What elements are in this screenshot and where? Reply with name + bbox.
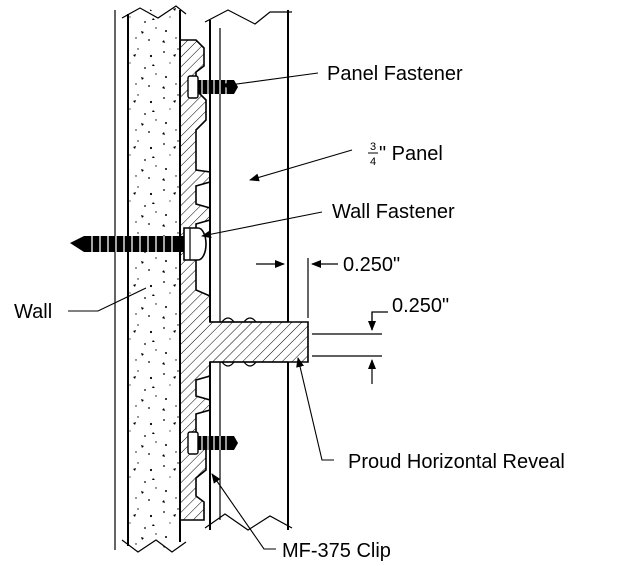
leader-wall-fastener: [201, 211, 323, 239]
dimension-reveal-depth: [256, 258, 338, 318]
label-wall-fastener: Wall Fastener: [332, 201, 455, 223]
leader-panel-fastener: [221, 72, 319, 89]
leader-proud-reveal: [296, 357, 334, 461]
upper-panel: [204, 9, 292, 323]
label-panel-fastener: Panel Fastener: [327, 63, 463, 85]
dimension-reveal-height: [312, 311, 388, 384]
leader-lines: [68, 72, 353, 550]
label-mf-375-clip: MF-375 Clip: [282, 540, 391, 562]
panel-fraction-numerator: 3: [370, 141, 376, 153]
label-panel: 3 4 " Panel: [368, 141, 443, 168]
panel-fastener-lower: [187, 431, 238, 455]
panel-fraction-denominator: 4: [370, 156, 376, 168]
label-dim-reveal-height: 0.250": [392, 295, 449, 317]
panel-fastener-upper: [187, 75, 238, 99]
label-wall: Wall: [14, 301, 52, 323]
panel-label-text: " Panel: [379, 143, 443, 165]
wall-section: [114, 5, 187, 553]
leader-panel: [249, 149, 353, 182]
leader-wall: [68, 287, 147, 312]
label-proud-horizontal-reveal: Proud Horizontal Reveal: [348, 451, 565, 473]
leader-clip: [211, 473, 276, 550]
label-dim-reveal-depth: 0.250": [343, 254, 400, 276]
wall-fastener: [70, 227, 207, 261]
